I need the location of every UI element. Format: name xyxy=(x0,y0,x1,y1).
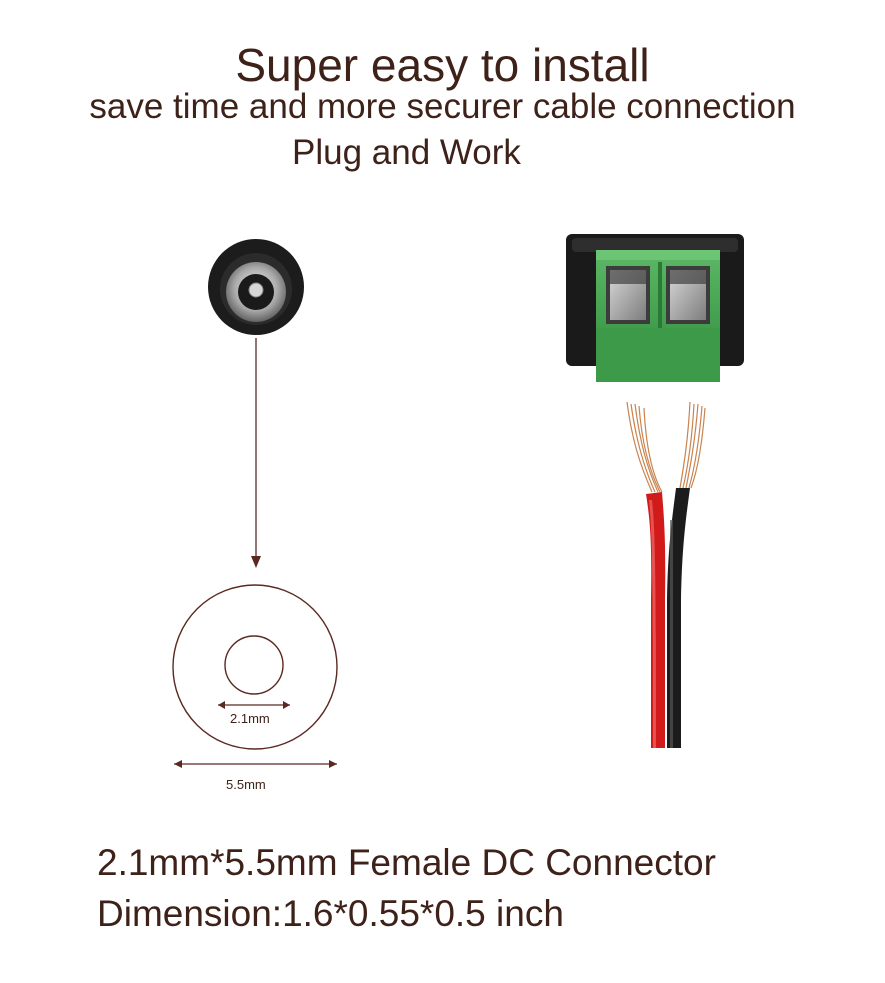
red-wire xyxy=(646,492,666,748)
black-wire xyxy=(667,488,690,748)
dimension-description: Dimension:1.6*0.55*0.5 inch xyxy=(97,893,564,934)
page-title: Super easy to install xyxy=(235,39,650,91)
inner-dimension-arrow xyxy=(218,701,290,709)
screw-slot-right xyxy=(666,266,710,324)
dc-socket-front-photo xyxy=(208,239,304,335)
outer-ring xyxy=(172,584,338,750)
inner-ring xyxy=(224,635,284,695)
pointer-arrow xyxy=(251,338,261,568)
product-description: 2.1mm*5.5mm Female DC Connector xyxy=(97,842,716,883)
tagline: Plug and Work xyxy=(292,133,521,172)
outer-dimension-arrow xyxy=(174,760,337,768)
inner-diameter-label: 2.1mm xyxy=(230,711,270,726)
screw-slot-left xyxy=(606,266,650,324)
stripped-copper-strands xyxy=(626,401,706,493)
page-subtitle: save time and more securer cable connect… xyxy=(89,87,796,126)
dimension-drawing xyxy=(172,584,338,768)
outer-diameter-label: 5.5mm xyxy=(226,777,266,792)
terminal-block-photo xyxy=(566,234,744,382)
